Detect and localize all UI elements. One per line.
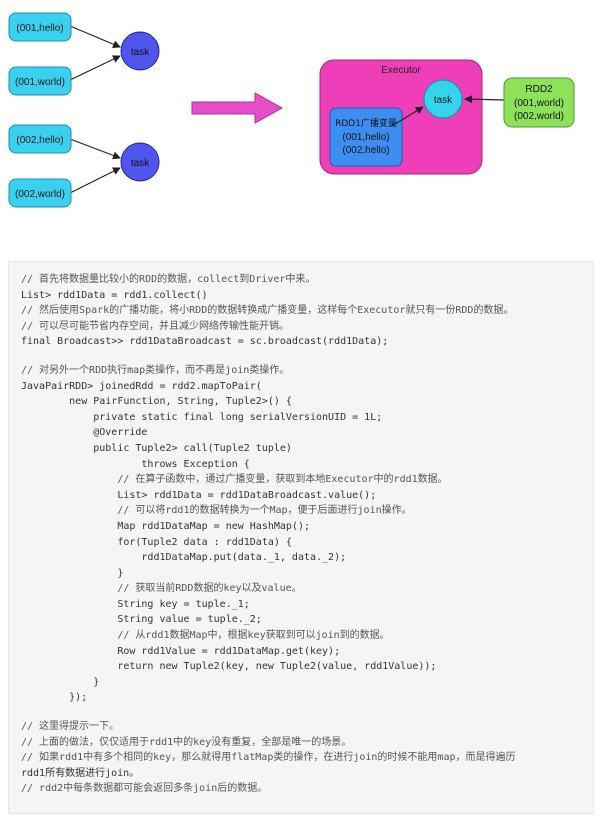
connector-rdd1-to-task (391, 106, 424, 127)
broadcast-join-diagram: (001,hello) (001,world) (002,hello) (002… (8, 12, 575, 208)
rdd2-line: (001,world) (514, 98, 564, 109)
left-node-001-world: (001,world) (8, 66, 72, 96)
code-line: // 然后使用Spark的广播功能，将小RDD的数据转换成广播变量，这样每个Ex… (21, 305, 514, 317)
executor-task-node: task (423, 79, 463, 119)
task-label: task (131, 158, 150, 169)
left-node-label: (001,world) (15, 77, 65, 88)
connector-rdd2-to-task (464, 95, 505, 104)
connector-002-hello (69, 138, 121, 160)
left-connectors (69, 25, 121, 194)
code-line: // 获取当前RDD数据的key以及value。 (21, 583, 302, 595)
connector-002-world (69, 167, 121, 194)
code-line: // rdd2中每条数据都可能会返回多条join后的数据。 (21, 783, 268, 795)
code-line: List> rdd1Data = rdd1.collect() (21, 289, 208, 301)
code-line: public Tuple2> call(Tuple2 tuple) (21, 442, 292, 454)
rdd2-title: RDD2 (525, 84, 553, 95)
code-line: List> rdd1Data = rdd1DataBroadcast.value… (21, 489, 377, 501)
left-node-002-hello: (002,hello) (8, 124, 72, 154)
code-line: // 在算子函数中，通过广播变量，获取到本地Executor中的rdd1数据。 (21, 474, 448, 486)
rdd1-title: RDD1广播变量 (335, 117, 397, 129)
code-line: throws Exception { (21, 458, 250, 470)
code-line: rdd1DataMap.put(data._1, data._2); (21, 552, 347, 564)
code-line: for(Tuple2 data : rdd1Data) { (21, 536, 292, 548)
code-lines: // 首先将数据量比较小的RDD的数据，collect到Driver中来。 Lis… (21, 272, 581, 797)
left-node-label: (002,hello) (16, 135, 63, 146)
left-node-001-hello: (001,hello) (8, 12, 72, 42)
code-line: // 上面的做法，仅仅适用于rdd1中的key没有重复，全部是唯一的场景。 (21, 736, 352, 748)
rdd2-line: (002,world) (514, 111, 564, 122)
rdd1-line: (001,hello) (342, 132, 389, 143)
code-line: } (21, 567, 124, 579)
code-block: // 首先将数据量比较小的RDD的数据，collect到Driver中来。 Lis… (8, 261, 594, 814)
connector-001-world (69, 55, 121, 81)
code-line: @Override (21, 427, 148, 439)
code-line: new PairFunction, String, Tuple2>() { (21, 396, 292, 408)
task-label: task (131, 47, 150, 58)
code-line: private static final long serialVersionU… (21, 411, 383, 423)
executor-task-label: task (434, 95, 453, 106)
rdd1-broadcast-box: RDD1广播变量 (001,hello) (002,hello) (329, 107, 403, 167)
rdd2-box: RDD2 (001,world) (002,world) (503, 77, 575, 128)
code-line: // 从rdd1数据Map中，根据key获取到可以join到的数据。 (21, 630, 390, 642)
code-line: rdd1所有数据进行join。 (21, 767, 140, 779)
code-line: }); (21, 692, 88, 704)
executor-title: Executor (381, 65, 421, 76)
left-node-label: (001,hello) (16, 23, 63, 34)
code-line: JavaPairRDD> joinedRdd = rdd2.mapToPair( (21, 380, 262, 392)
connector-001-hello (69, 25, 121, 48)
code-line: return new Tuple2(key, new Tuple2(value,… (21, 661, 437, 673)
code-line: // 这里得提示一下。 (21, 721, 120, 733)
code-line: // 如果rdd1中有多个相同的key，那么就得用flatMap类的操作，在进行… (21, 752, 516, 764)
code-line: String value = tuple._2; (21, 614, 262, 626)
code-line (21, 706, 581, 719)
task-node-top: task (120, 31, 160, 71)
code-line: // 可以将rdd1的数据转换为一个Map，便于后面进行join操作。 (21, 505, 412, 517)
code-line: // 对另外一个RDD执行map类操作，而不再是join类操作。 (21, 364, 290, 376)
rdd1-line: (002,hello) (342, 145, 389, 156)
code-line: final Broadcast>> rdd1DataBroadcast = sc… (21, 336, 389, 348)
transition-arrow-icon (191, 92, 284, 124)
left-node-002-world: (002,world) (8, 178, 72, 208)
code-line: Map rdd1DataMap = new HashMap(); (21, 520, 310, 532)
code-line: // 首先将数据量比较小的RDD的数据，collect到Driver中来。 (21, 274, 316, 285)
code-line: // 可以尽可能节省内存空间，并且减少网络传输性能开销。 (21, 320, 290, 332)
left-node-label: (002,world) (15, 189, 65, 200)
code-line: } (21, 676, 100, 688)
code-line: Row rdd1Value = rdd1DataMap.get(key); (21, 645, 341, 657)
code-line (21, 350, 581, 363)
task-node-bottom: task (120, 142, 160, 182)
code-line: String key = tuple._1; (21, 598, 250, 610)
